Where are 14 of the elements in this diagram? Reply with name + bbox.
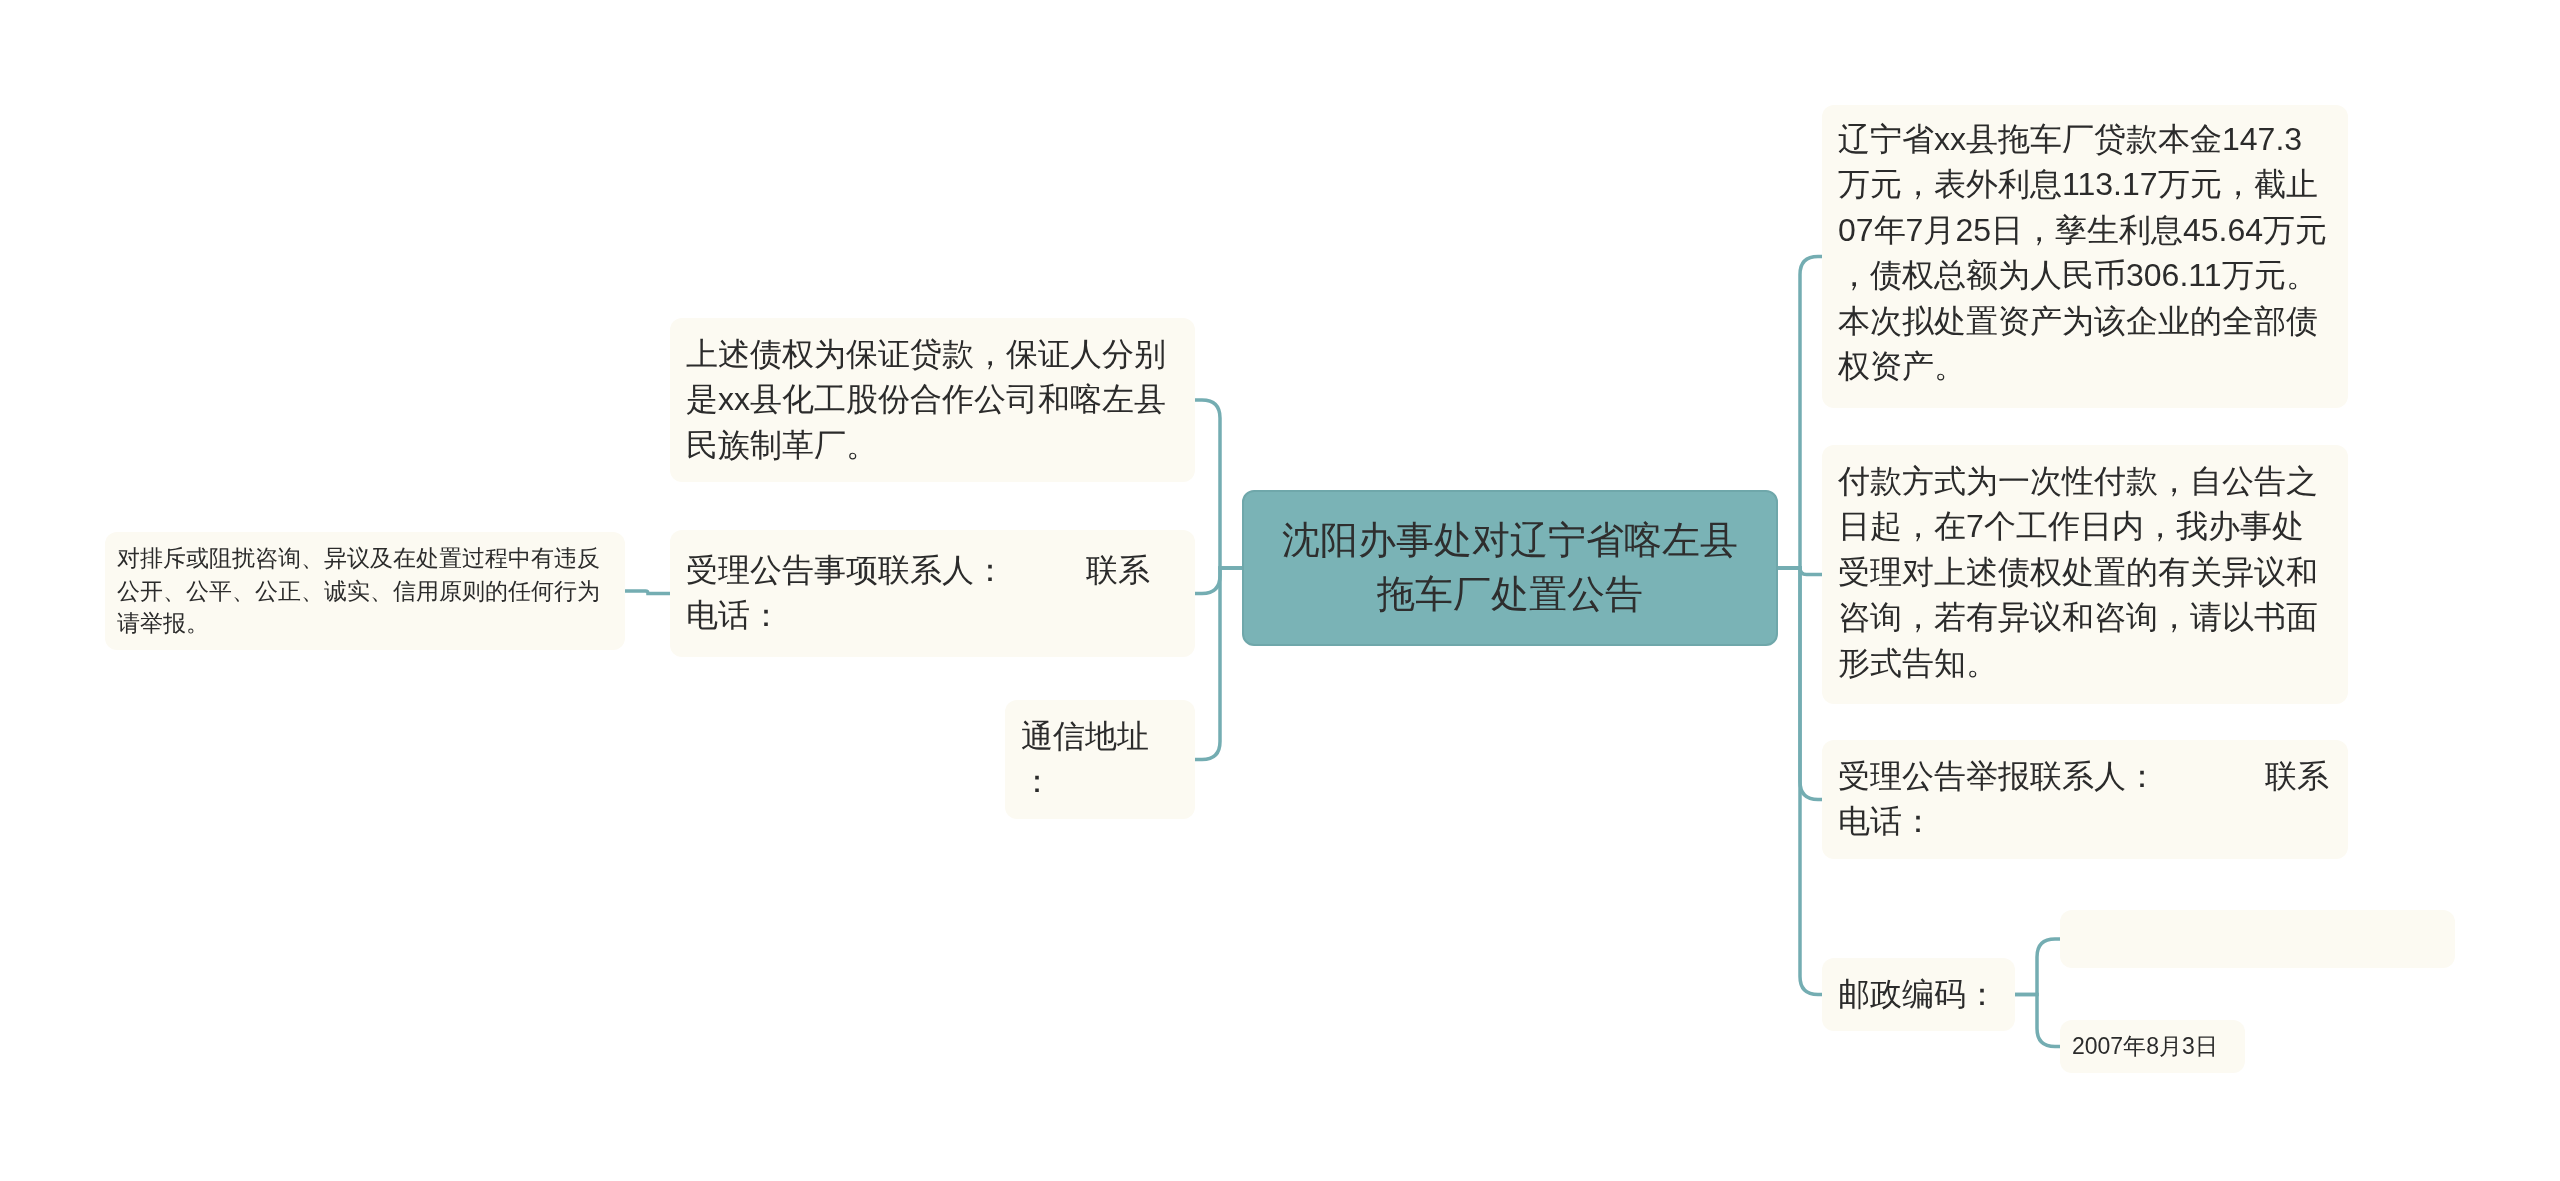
topic-box: 通信地址： [1005, 700, 1195, 819]
topic-box: 受理公告事项联系人： 联系电话： [670, 530, 1195, 657]
topic-box: 对排斥或阻扰咨询、异议及在处置过程中有违反公开、公平、公正、诚实、信用原则的任何行为请举报。 [105, 532, 625, 650]
connector-line [1778, 566, 1822, 997]
topic-box: 沈阳办事处对辽宁省喀左县拖车厂处置公告 [1242, 490, 1778, 646]
topic-box: 辽宁省xx县拖车厂贷款本金147.3万元，表外利息113.17万元，截止07年7月25日，孳生利息45.64万元，债权总额为人民币306.11万元。本次拟处置资产为该企业的全部债权资产。 [1822, 105, 2348, 408]
topic-box: 受理公告举报联系人： 联系电话： [1822, 740, 2348, 859]
topic-box: 邮政编码： [1822, 958, 2015, 1032]
connector-line [625, 589, 670, 596]
empty-box [2060, 910, 2455, 968]
topic-box: 付款方式为一次性付款，自公告之日起，在7个工作日内，我办事处受理对上述债权处置的有关异议和咨询，若有异议和咨询，请以书面形式告知。 [1822, 445, 2348, 705]
topic-box: 上述债权为保证贷款，保证人分别是xx县化工股份合作公司和喀左县民族制革厂。 [670, 318, 1195, 483]
topic-box: 2007年8月3日 [2060, 1020, 2245, 1073]
connector-line [2015, 992, 2060, 1049]
